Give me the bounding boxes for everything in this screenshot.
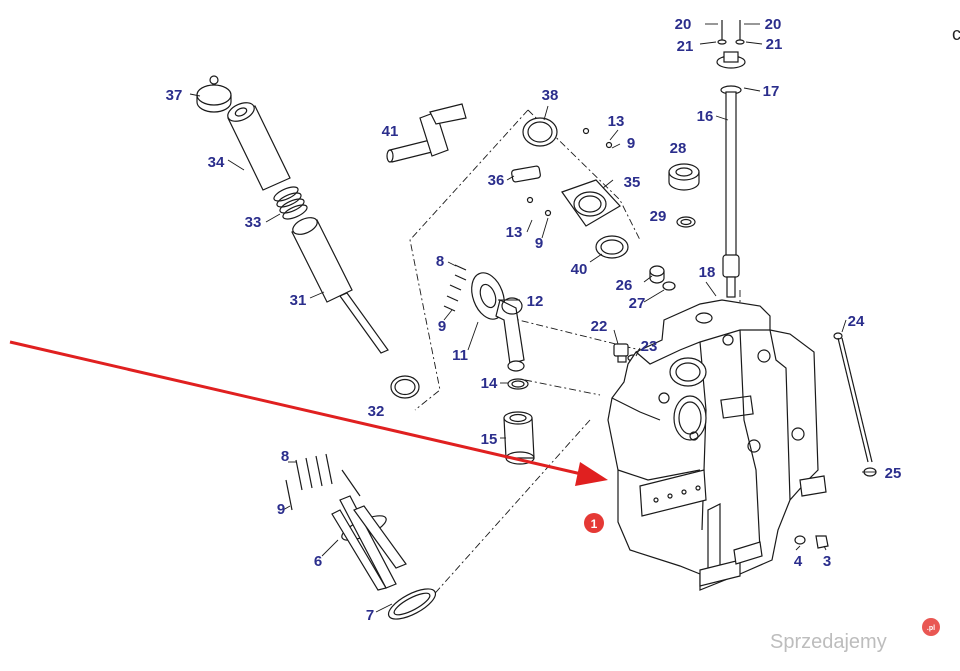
watermark-text: Sprzedajemy	[770, 631, 887, 653]
label-37: 37	[166, 87, 183, 104]
label-28: 28	[670, 140, 687, 157]
label-38: 38	[542, 87, 559, 104]
label-18: 18	[699, 264, 716, 281]
label-9d: 9	[277, 501, 285, 518]
label-6: 6	[314, 553, 322, 570]
leader-lines	[189, 23, 876, 613]
label-4: 4	[794, 553, 803, 570]
part-labels: 20 20 21 21 17 16 28 29 18 37 34 33 31 3…	[166, 16, 902, 624]
pipe-41	[386, 103, 467, 163]
label-27: 27	[629, 295, 646, 312]
label-14: 14	[481, 375, 498, 392]
badge-number: 1	[591, 517, 598, 531]
label-29: 29	[650, 208, 667, 225]
watermark-tld: .pl	[927, 625, 935, 632]
label-40: 40	[571, 261, 588, 278]
label-21b: 21	[766, 36, 783, 53]
label-15: 15	[481, 431, 498, 448]
arrow-head	[575, 462, 608, 486]
label-3: 3	[823, 553, 831, 570]
watermark: Sprzedajemy .pl	[770, 618, 940, 653]
label-26: 26	[616, 277, 633, 294]
label-31: 31	[290, 292, 307, 309]
label-12: 12	[527, 293, 544, 310]
label-11: 11	[452, 347, 468, 364]
label-34: 34	[208, 154, 225, 171]
upper-flange-assembly	[511, 117, 629, 259]
plug-26-27	[649, 265, 676, 291]
corner-glyph: c	[952, 24, 960, 44]
filter-14-15	[503, 378, 535, 465]
dipstick-24-25	[833, 332, 877, 477]
arrow-shaft	[9, 340, 591, 478]
label-13b: 13	[506, 224, 523, 241]
filter-assembly	[196, 75, 420, 399]
part-1-badge: 1	[584, 513, 604, 533]
label-36: 36	[488, 172, 505, 189]
label-20b: 20	[765, 16, 782, 33]
label-35: 35	[624, 174, 641, 191]
label-21a: 21	[677, 38, 694, 55]
red-arrow	[9, 340, 608, 486]
label-25: 25	[885, 465, 902, 482]
label-9a: 9	[627, 135, 635, 152]
seal-ring-28-29	[668, 163, 700, 228]
label-17: 17	[763, 83, 780, 100]
label-22: 22	[591, 318, 608, 335]
label-41: 41	[382, 123, 399, 140]
label-7: 7	[366, 607, 374, 624]
label-33: 33	[245, 214, 262, 231]
label-32: 32	[368, 403, 385, 420]
lower-pipe-assembly	[285, 453, 437, 620]
label-20a: 20	[675, 16, 692, 33]
label-23: 23	[641, 338, 658, 355]
main-housing	[607, 299, 827, 591]
label-9c: 9	[438, 318, 446, 335]
label-8a: 8	[436, 253, 444, 270]
level-sensor-rod	[716, 20, 746, 298]
drain-plug-4-3	[794, 535, 829, 549]
label-16: 16	[697, 108, 714, 125]
label-9b: 9	[535, 235, 543, 252]
middle-flange-assembly	[443, 264, 525, 372]
label-24: 24	[848, 313, 865, 330]
label-8b: 8	[281, 448, 289, 465]
label-13a: 13	[608, 113, 625, 130]
